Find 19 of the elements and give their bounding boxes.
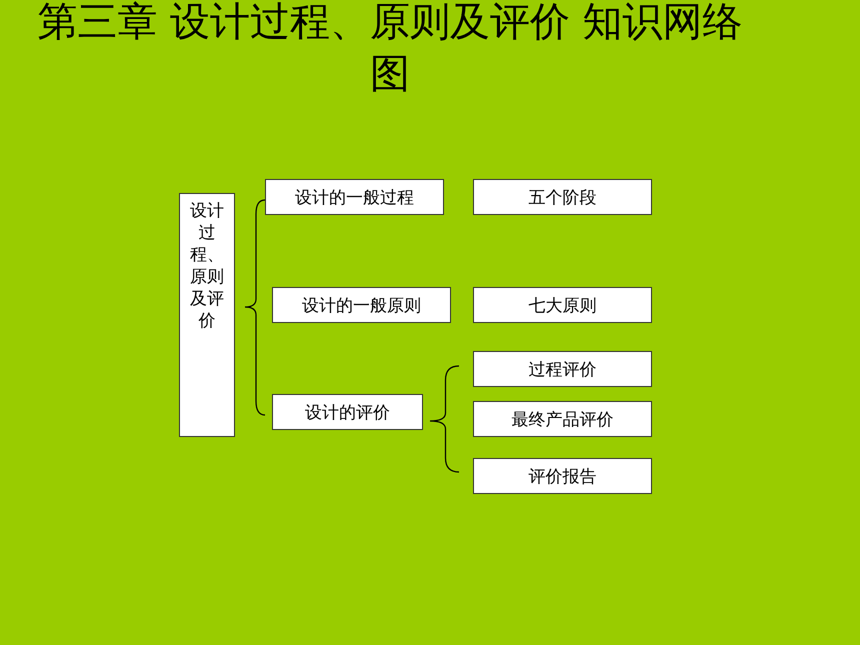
- text-box: [473, 458, 652, 494]
- node-label: 最终产品评价: [512, 408, 614, 430]
- node-label: 设计的一般过程: [295, 186, 414, 208]
- title: 第三章 设计过程、原则及评价 知识网络图: [36, 0, 744, 99]
- text-box: [272, 394, 423, 430]
- node-label: 评价报告: [528, 466, 596, 488]
- node-label: 七大原则: [528, 294, 596, 316]
- node-label: 五个阶段: [528, 186, 596, 208]
- node-label: 设计的一般原则: [302, 294, 421, 316]
- node-label: 设计的评价: [305, 402, 390, 424]
- text-box: [265, 179, 444, 215]
- topic-box: [179, 193, 235, 437]
- node-label: 设计过程、原则及评价: [189, 200, 225, 333]
- text-box: [473, 401, 652, 437]
- text-box: [272, 287, 451, 323]
- text-box: [473, 287, 652, 323]
- text-box: [473, 179, 652, 215]
- text-box: [473, 351, 652, 387]
- node-label: 过程评价: [528, 358, 596, 380]
